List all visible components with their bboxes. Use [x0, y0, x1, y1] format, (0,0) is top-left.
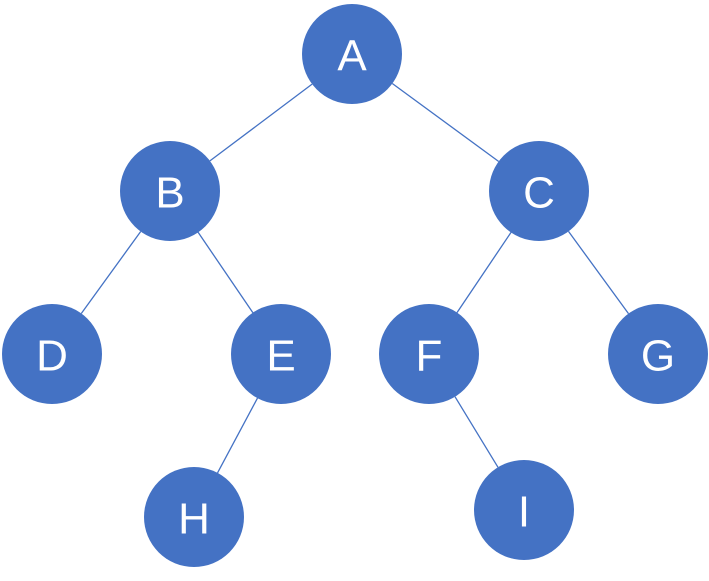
node-label-f: F — [416, 332, 443, 381]
node-g: G — [608, 304, 708, 404]
node-f: F — [379, 304, 479, 404]
edge-f-i — [454, 396, 499, 468]
edge-e-h — [216, 397, 259, 474]
node-label-b: B — [155, 169, 184, 218]
node-c: C — [489, 141, 589, 241]
node-label-i: I — [518, 488, 530, 537]
node-i: I — [474, 460, 574, 560]
node-label-g: G — [641, 332, 675, 381]
node-circle-e — [231, 304, 331, 404]
edge-c-g — [567, 231, 630, 314]
edge-b-e — [197, 231, 254, 314]
edge-c-f — [456, 232, 512, 313]
node-label-h: H — [178, 495, 210, 544]
edges-layer — [80, 82, 630, 474]
node-label-e: E — [266, 332, 295, 381]
node-circle-c — [489, 141, 589, 241]
node-circle-f — [379, 304, 479, 404]
node-e: E — [231, 304, 331, 404]
edge-a-b — [209, 83, 313, 162]
node-h: H — [144, 467, 244, 567]
node-circle-g — [608, 304, 708, 404]
node-circle-a — [302, 4, 402, 104]
node-label-d: D — [36, 332, 68, 381]
node-b: B — [120, 141, 220, 241]
node-label-a: A — [337, 32, 367, 81]
node-circle-b — [120, 141, 220, 241]
node-circle-i — [474, 460, 574, 560]
node-label-c: C — [523, 169, 555, 218]
node-circle-h — [144, 467, 244, 567]
edge-a-c — [391, 82, 500, 163]
node-a: A — [302, 4, 402, 104]
nodes-layer: A B C D E F G H I — [2, 4, 708, 567]
node-circle-d — [2, 304, 102, 404]
node-d: D — [2, 304, 102, 404]
edge-b-d — [80, 231, 142, 314]
